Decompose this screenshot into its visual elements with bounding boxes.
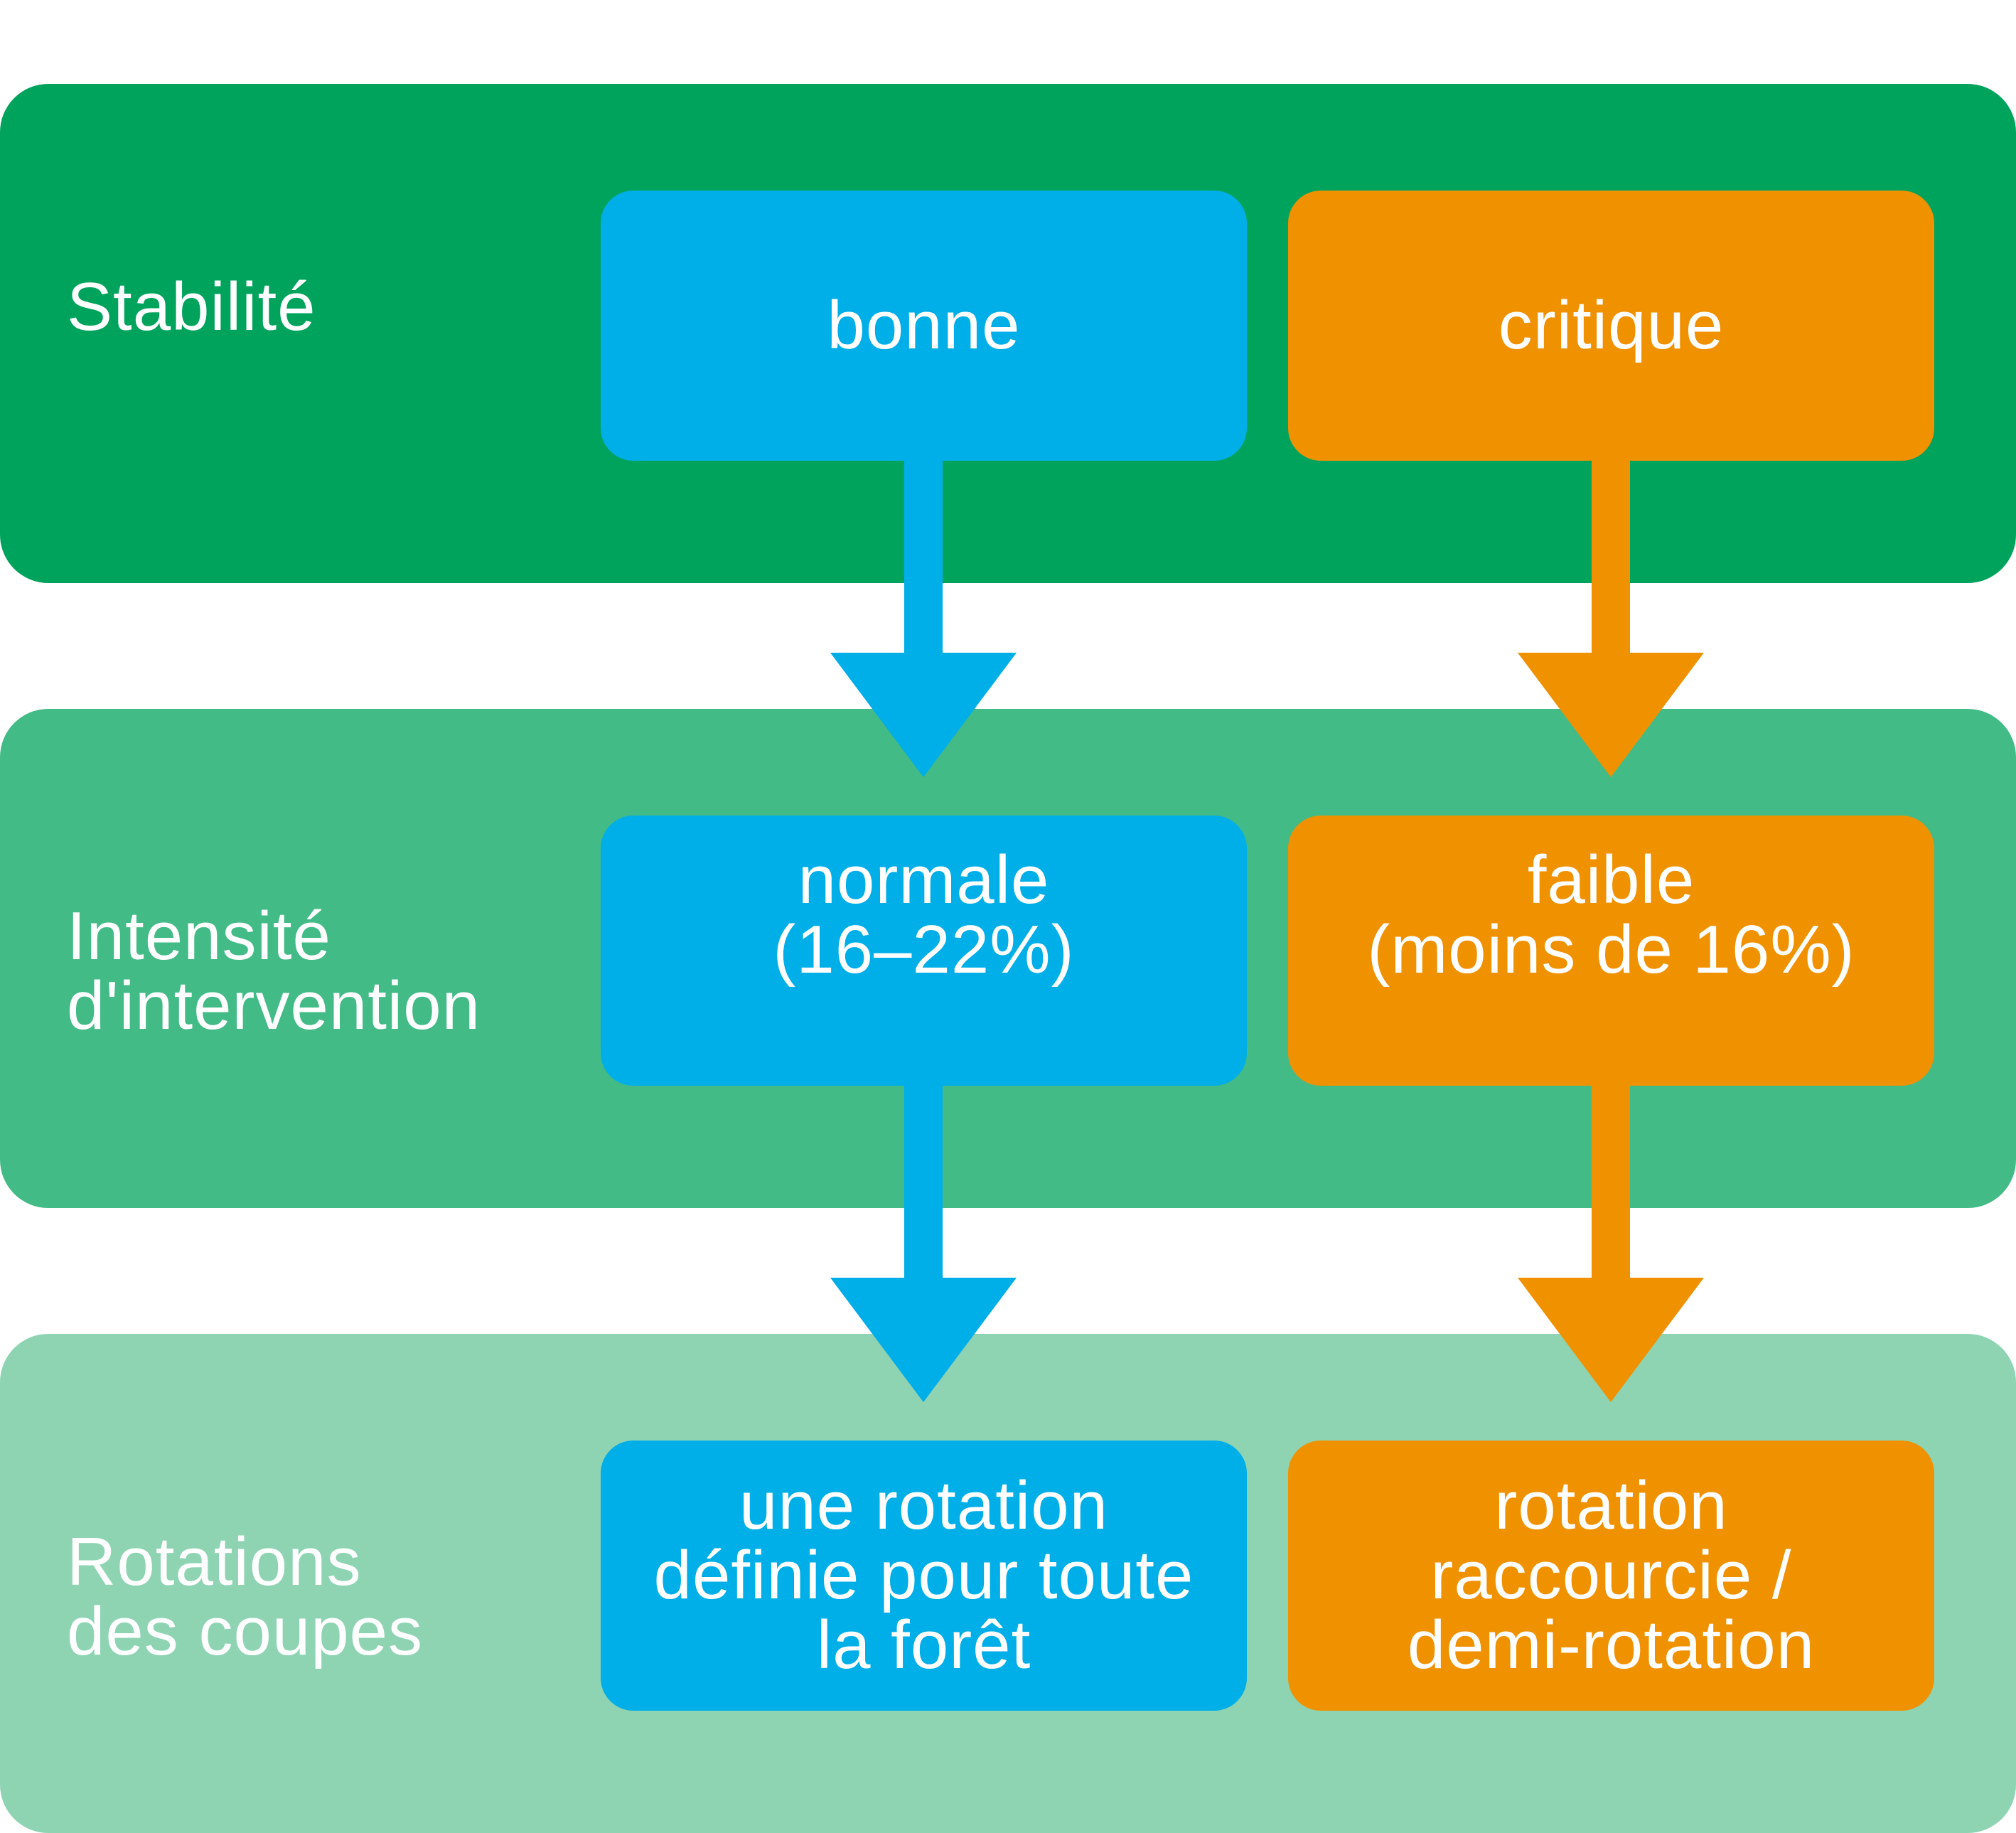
- intervention-intensity-label: Intensité d'intervention: [67, 898, 481, 1044]
- rotation-defined-box: une rotation définie pour toute la forêt: [601, 1441, 1247, 1711]
- intensity-low-box: faible (moins de 16%): [1288, 816, 1934, 1086]
- cutting-rotation-label: Rotations des coupes: [67, 1524, 424, 1669]
- stability-critical-box: critique: [1288, 191, 1934, 461]
- intensity-normal-box: normale (16–22%): [601, 816, 1247, 1086]
- rotation-shortened-box: rotation raccourcie / demi-rotation: [1288, 1441, 1934, 1711]
- stability-good-box: bonne: [601, 191, 1247, 461]
- stability-label: Stabilité: [67, 269, 316, 345]
